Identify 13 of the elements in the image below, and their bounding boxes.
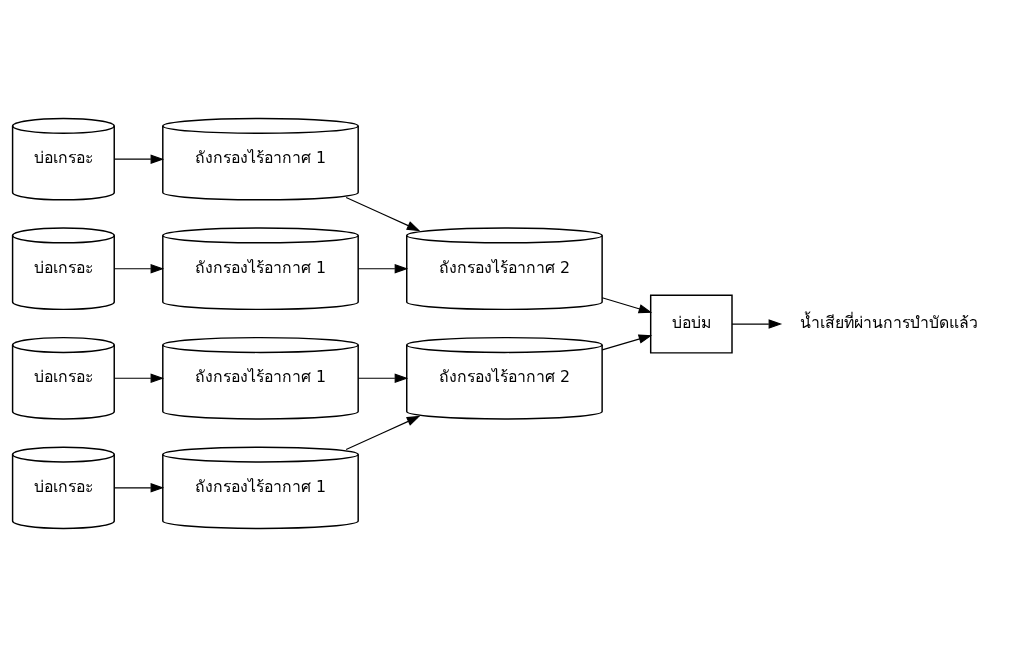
- arrow: [345, 196, 421, 231]
- node-text: น้ำเสียที่ผ่านการบำบัดแล้ว: [799, 312, 978, 332]
- arrow: [114, 263, 165, 273]
- arrow: [357, 263, 409, 273]
- arrow: [601, 296, 653, 313]
- arrow: [345, 415, 421, 450]
- arrow: [357, 373, 409, 383]
- arrow: [601, 334, 653, 350]
- arrow: [114, 482, 165, 493]
- node-box: บ่อบ่ม: [649, 294, 733, 354]
- arrow: [114, 153, 165, 164]
- arrow: [731, 318, 783, 329]
- arrow: [114, 373, 165, 383]
